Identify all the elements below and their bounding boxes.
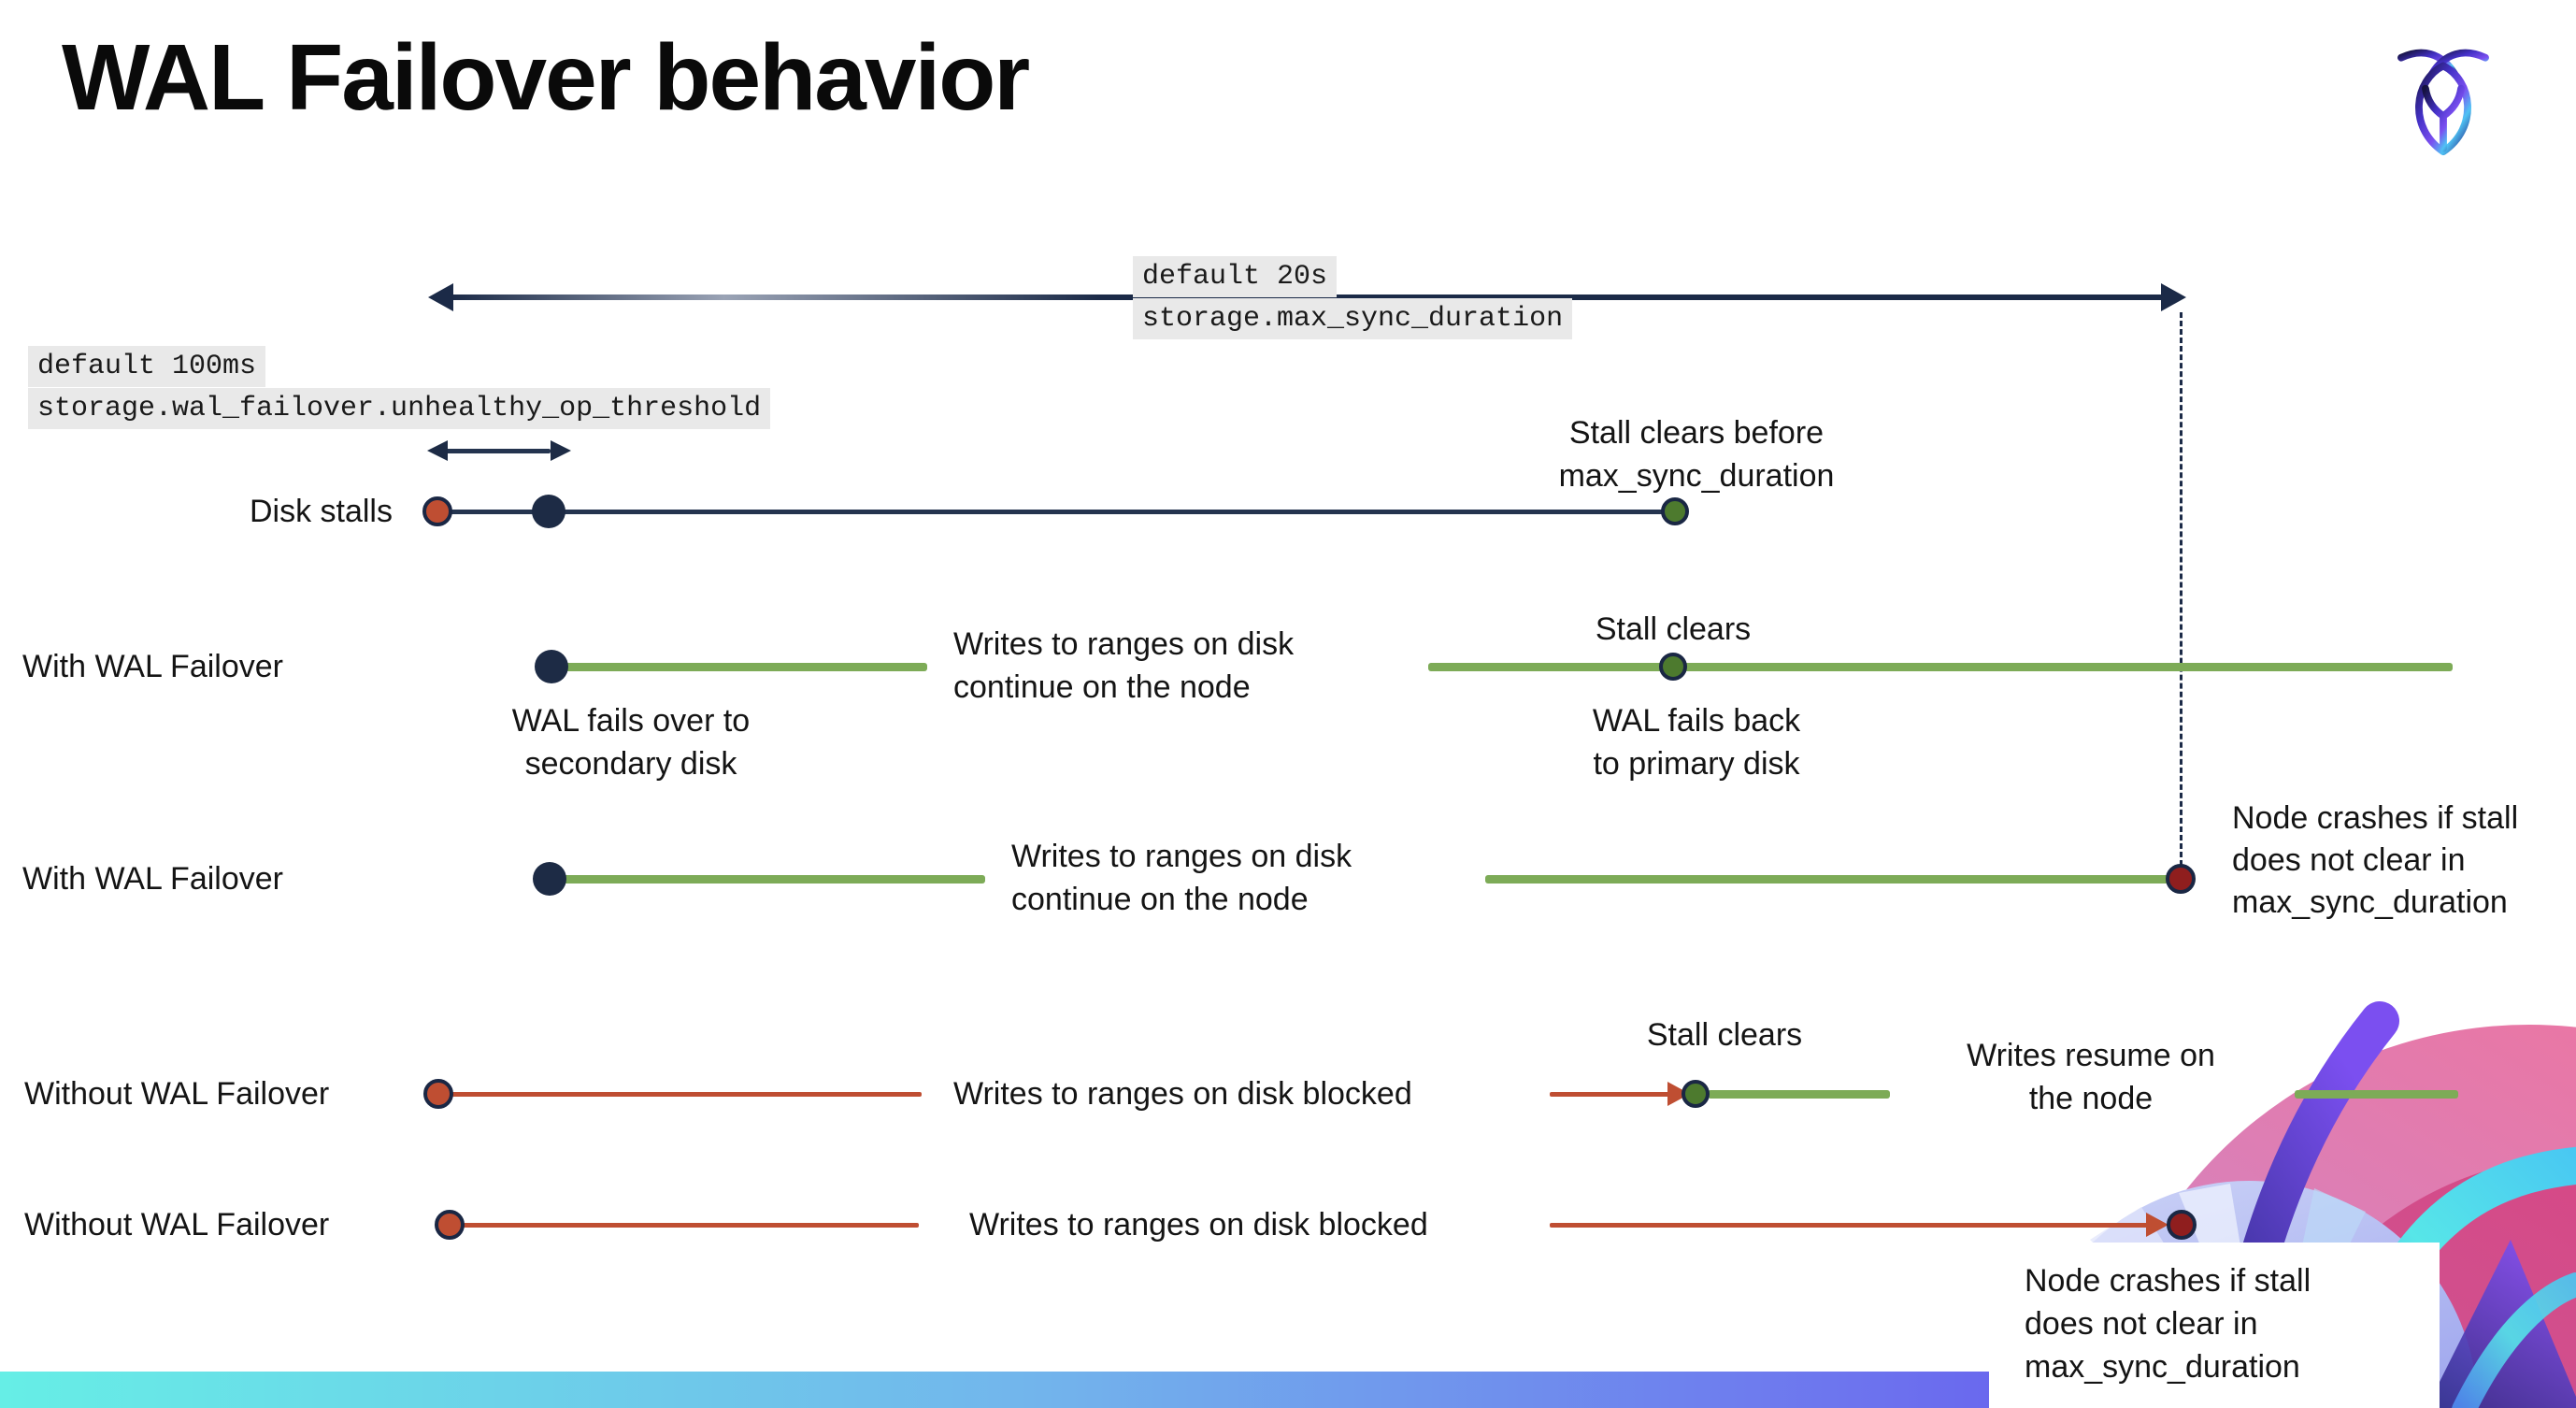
note-line: max_sync_duration <box>2025 1349 2300 1385</box>
note-line: Node crashes if stall <box>2232 800 2519 836</box>
note-line: continue on the node <box>953 669 1251 705</box>
node-crash-callout-box: Node crashes if stall does not clear in … <box>1989 1243 2440 1408</box>
note-line: Writes to ranges on disk <box>953 626 1295 662</box>
stall-start-dot-row4 <box>423 1079 453 1109</box>
note-line: max_sync_duration <box>2232 884 2508 920</box>
note-line: WAL fails over to <box>511 703 751 739</box>
disk-stalls-line <box>437 510 1675 514</box>
note-line: does not clear in <box>2025 1306 2258 1342</box>
page-title: WAL Failover behavior <box>62 25 1030 130</box>
node-crash-note-row5: Node crashes if stall does not clear in … <box>2025 1259 2311 1388</box>
note-line: Stall clears before <box>1568 415 1825 451</box>
row-label-with-wal-failover-2: With WAL Failover <box>22 861 283 897</box>
wing-cyan-arc-small <box>2452 1272 2576 1408</box>
max-sync-deadline-dashed-line <box>2180 312 2182 866</box>
note-line: max_sync_duration <box>1558 458 1835 494</box>
wal-fails-over-note: WAL fails over to secondary disk <box>449 699 813 785</box>
unhealthy-op-arrowhead-left <box>427 440 448 461</box>
wing-leg <box>2426 1240 2576 1408</box>
green-line-row4-a <box>1708 1090 1890 1099</box>
note-line: Writes to ranges on disk <box>1011 839 1352 874</box>
green-line-row2-b <box>1428 663 2453 671</box>
max-sync-arrowhead-left <box>428 283 453 311</box>
red-line-row5-b <box>1550 1223 2150 1228</box>
row-label-with-wal-failover-1: With WAL Failover <box>22 649 283 684</box>
node-crash-dot-row3 <box>2166 864 2196 894</box>
red-line-row4-b <box>1550 1092 1671 1097</box>
logo-inner-y <box>2422 84 2465 152</box>
failover-threshold-dot <box>532 495 565 528</box>
note-line: WAL fails back <box>1592 703 1801 739</box>
writes-continue-note-row3: Writes to ranges on disk continue on the… <box>1011 835 1352 921</box>
stall-clears-dot-row2 <box>1659 653 1687 681</box>
row-label-disk-stalls: Disk stalls <box>249 494 393 529</box>
stall-clears-dot-row4 <box>1682 1080 1710 1108</box>
cockroach-logo-icon <box>2397 49 2489 156</box>
green-line-row3-b <box>1485 875 2171 884</box>
max-sync-duration-arrow-line <box>451 295 2163 300</box>
red-arrowhead-row5 <box>2146 1213 2168 1237</box>
red-line-row5-a <box>461 1223 919 1228</box>
red-line-row4-a <box>450 1092 922 1097</box>
writes-blocked-note-row5: Writes to ranges on disk blocked <box>969 1203 1428 1246</box>
unhealthy-op-setting-label: storage.wal_failover.unhealthy_op_thresh… <box>28 388 771 429</box>
note-line: Stall clears <box>1646 1017 1803 1053</box>
disk-stall-start-dot <box>422 496 452 526</box>
node-crash-dot-row5 <box>2167 1210 2197 1240</box>
stall-clears-before-note: Stall clears before max_sync_duration <box>1496 411 1897 497</box>
stall-clears-note-row2: Stall clears <box>1533 608 1813 651</box>
row-label-without-wal-failover-2: Without WAL Failover <box>24 1207 330 1243</box>
note-line: to primary disk <box>1593 746 1800 782</box>
max-sync-default-label: default 20s <box>1133 256 1338 297</box>
wal-fails-back-note: WAL fails back to primary disk <box>1547 699 1846 785</box>
note-line: Writes resume on <box>1967 1038 2215 1073</box>
row-label-without-wal-failover-1: Without WAL Failover <box>24 1076 330 1112</box>
stall-clears-dot-row1 <box>1661 497 1689 525</box>
stall-clears-note-row4: Stall clears <box>1589 1013 1860 1056</box>
failover-start-dot-row2 <box>535 650 568 683</box>
unhealthy-op-arrow-line <box>446 449 551 453</box>
failover-start-dot-row3 <box>533 862 566 896</box>
note-line: does not clear in <box>2232 842 2466 878</box>
note-line: secondary disk <box>524 746 737 782</box>
green-line-row3-a <box>561 875 985 884</box>
max-sync-arrowhead-right <box>2161 283 2186 311</box>
node-crash-note-row3: Node crashes if stall does not clear in … <box>2232 797 2518 924</box>
note-line: Node crashes if stall <box>2025 1263 2311 1299</box>
note-line: Stall clears <box>1595 611 1752 647</box>
writes-blocked-note-row4: Writes to ranges on disk blocked <box>953 1072 1412 1115</box>
green-line-row4-b <box>2295 1090 2458 1099</box>
green-line-row2-a <box>563 663 927 671</box>
stall-start-dot-row5 <box>435 1210 465 1240</box>
note-line: continue on the node <box>1011 882 1309 917</box>
note-line: the node <box>2028 1081 2154 1116</box>
unhealthy-op-arrowhead-right <box>551 440 571 461</box>
writes-resume-note: Writes resume on the node <box>1927 1034 2254 1120</box>
unhealthy-op-default-label: default 100ms <box>28 346 266 387</box>
note-line: Writes to ranges on disk blocked <box>969 1207 1428 1243</box>
max-sync-setting-label: storage.max_sync_duration <box>1133 298 1573 339</box>
writes-continue-note-row2: Writes to ranges on disk continue on the… <box>953 623 1294 709</box>
note-line: Writes to ranges on disk blocked <box>953 1076 1412 1112</box>
